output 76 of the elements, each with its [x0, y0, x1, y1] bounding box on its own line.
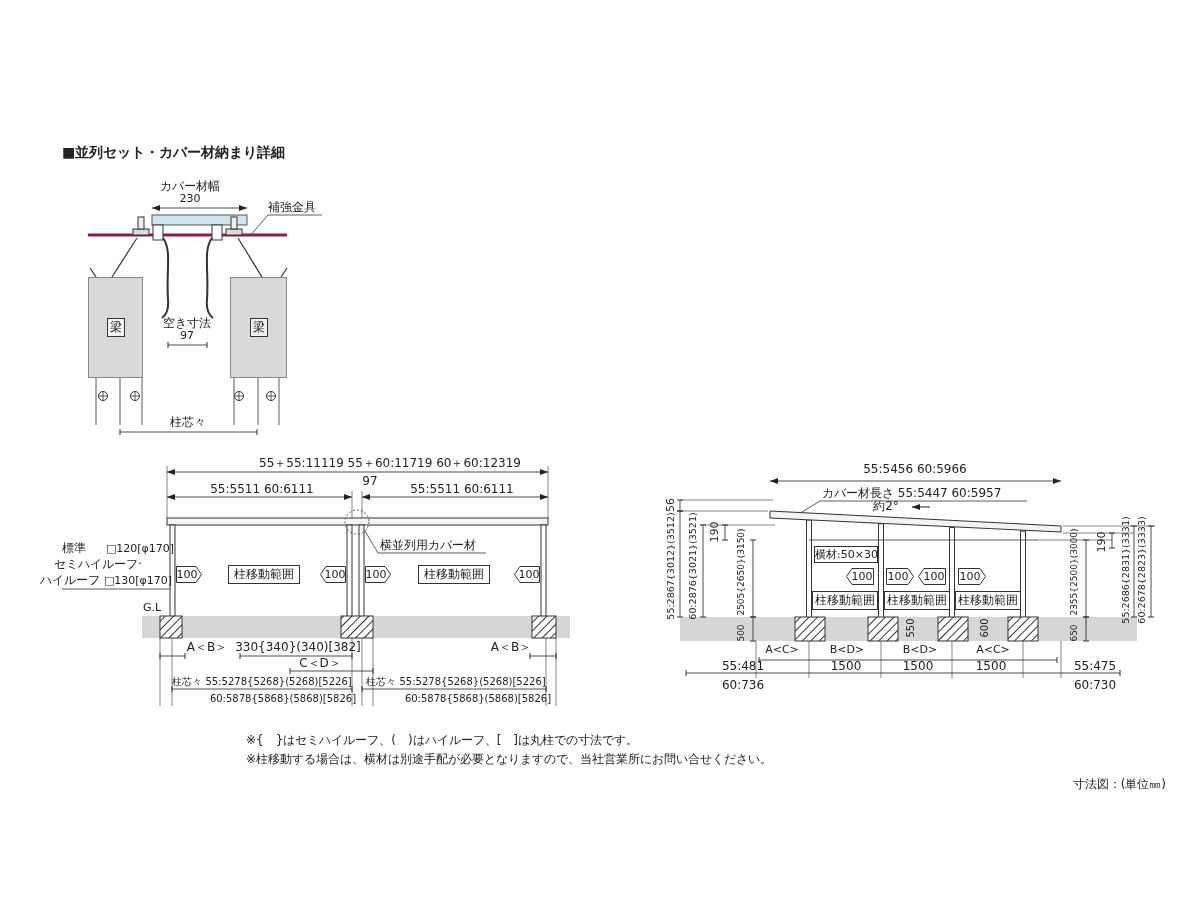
ground-level-label: G.L	[142, 601, 162, 615]
dimension-label: 1500	[830, 660, 862, 674]
dimension-label: 1500	[902, 660, 934, 674]
leader-line	[364, 530, 487, 554]
range-label-box: 柱移動範囲	[228, 565, 300, 584]
dimension-label: A<C>	[765, 643, 799, 657]
footnote: ※柱移動する場合は、横材は別途手配が必要となりますので、当社営業所にお問い合せください。	[246, 753, 773, 767]
dimension-label: 55:2686{2831}(3331)	[1120, 516, 1132, 624]
dimension-label: A＜B＞	[490, 641, 532, 655]
beam-label: 梁	[106, 318, 125, 337]
callout-text: 横並列用カバー材	[380, 537, 486, 553]
dimension-label: 55:5511 60:6111	[410, 483, 514, 497]
post-size-label: ハイルーフ	[40, 574, 100, 588]
dimension-label: 650	[1070, 624, 1080, 642]
dimension-label: 60:5878{5868}(5868)[5826]	[404, 692, 552, 704]
post-size-label: □130[φ170]	[103, 574, 173, 588]
arrow-tag: 100	[320, 566, 346, 583]
dimension-label: 柱芯々	[170, 416, 206, 430]
callout-text: 補強金具	[268, 199, 322, 215]
dimension-label: 2505{2650}(3150)	[737, 528, 747, 616]
post-size-label: セミハイルーフ·	[54, 558, 142, 572]
range-label-box: 柱移動範囲	[418, 565, 490, 584]
dimension-label: 60:2876{3021}(3521)	[687, 512, 699, 620]
range-label-box: 柱移動範囲	[884, 591, 950, 610]
dimension-label: 56	[664, 498, 678, 512]
arrow-tag: 100	[514, 566, 540, 583]
dimension-label: 60:2678{2823}(3333)	[1136, 516, 1148, 624]
dimension-label: 空き寸法	[163, 317, 211, 331]
dimension-label: B<D>	[829, 643, 865, 657]
unit-note: 寸法図：(単位㎜)	[1072, 778, 1166, 792]
footnote: ※{ }はセミハイルーフ、( )はハイルーフ、[ ]は丸柱での寸法です。	[246, 734, 639, 748]
leader-line	[249, 214, 323, 237]
dimension-label: 柱芯々 55:5278{5268}(5268)[5226]	[172, 675, 352, 687]
dimension-label: B<D>	[902, 643, 938, 657]
post-size-label: □120[φ170]	[105, 542, 175, 556]
callout-text: カバー材長さ 55:5447 60:5957	[822, 485, 1027, 501]
section-title: ■並列セット・カバー材納まり詳細	[62, 145, 286, 161]
dimension-label: 55:5456 60:5966	[863, 463, 967, 477]
arrow-tag: 100	[176, 566, 202, 583]
dimension-label: 55:475	[1073, 660, 1117, 674]
dimension-label: A＜B＞	[186, 641, 228, 655]
dimension-label: 55:5511 60:6111	[210, 483, 314, 497]
arrow-tag: 100	[886, 568, 914, 585]
dimension-label: 190	[1095, 531, 1109, 553]
post-size-label: 標準	[62, 542, 86, 556]
dimension-label: 97	[180, 329, 194, 343]
dimension-label: 500	[737, 624, 747, 642]
beam-label: 梁	[249, 318, 268, 337]
dimension-label: 60:736	[721, 679, 765, 693]
dimension-label: 55:2867{3012}(3512)	[665, 512, 677, 620]
dimension-label: 550	[904, 618, 916, 638]
arrow-tag: 100	[846, 568, 874, 585]
leader-line	[801, 500, 1028, 513]
dimension-label: 190	[708, 521, 722, 543]
dimension-label: A<C>	[976, 643, 1010, 657]
dimension-label: 柱芯々 55:5278{5268}(5268)[5226]	[366, 675, 546, 687]
beam-block	[230, 277, 287, 378]
dimension-label: 60:5878{5868}(5868)[5826]	[209, 692, 357, 704]
slope-label: 約2°	[873, 500, 899, 514]
range-label-box: 柱移動範囲	[812, 591, 878, 610]
dimension-label: 2355{2500}(3000)	[1070, 528, 1080, 616]
range-label-box: 柱移動範囲	[955, 591, 1021, 610]
dimension-label: 97	[362, 475, 378, 489]
dimension-label: 55＋55:11119 55＋60:11719 60＋60:12319	[259, 457, 521, 471]
dimension-label: C＜D＞	[299, 657, 341, 671]
arrow-tag: 100	[365, 566, 391, 583]
dimension-label: カバー材幅	[160, 180, 220, 194]
dimension-label: 60:730	[1073, 679, 1117, 693]
arrow-tag: 100	[958, 568, 986, 585]
arrow-tag: 100	[918, 568, 946, 585]
dimension-label: 330{340}(340)[382]	[235, 641, 361, 655]
dimension-label: 230	[179, 192, 201, 206]
dimension-label: 1500	[975, 660, 1007, 674]
beam-block	[88, 277, 143, 378]
roof-panel	[769, 510, 1062, 533]
dimension-label: 55:481	[721, 660, 765, 674]
